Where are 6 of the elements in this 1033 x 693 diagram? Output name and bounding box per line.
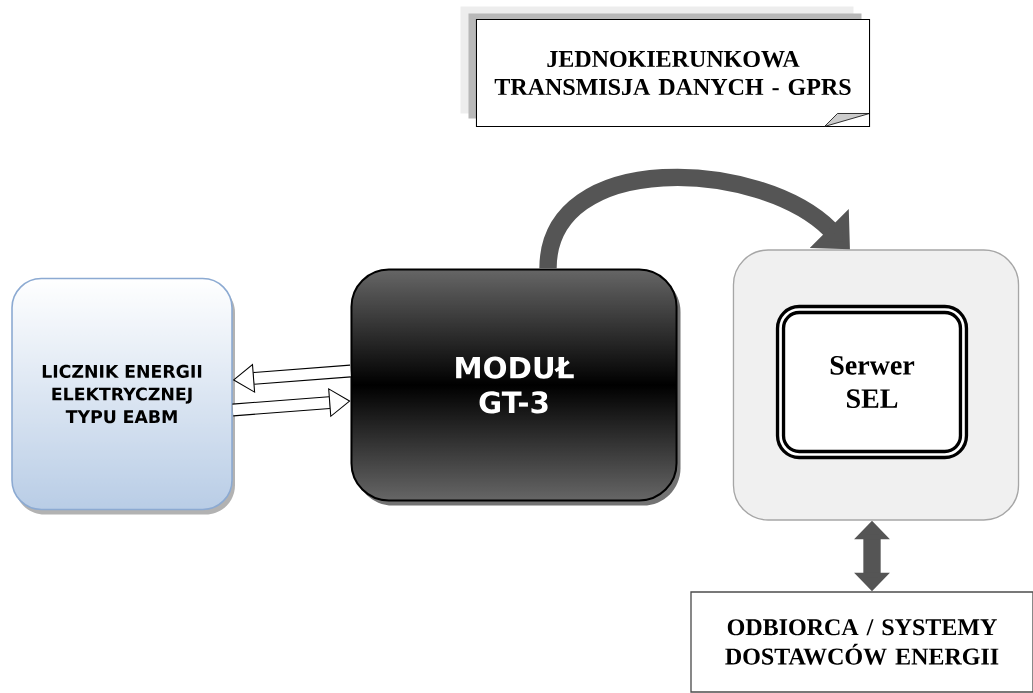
server-box: Serwer SEL: [775, 304, 969, 460]
module-box: MODUŁ GT-3: [350, 268, 681, 506]
receiver-box: ODBIORCA / SYSTEMY DOSTAWCÓW ENERGII: [690, 591, 1033, 693]
arrow: [539, 169, 850, 270]
callout-note: JEDNOKIERUNKOWA TRANSMISJA DANYCH - GPRS: [460, 6, 871, 127]
meter-box: LICZNIK ENERGII ELEKTRYCZNEJ TYPU EABM: [11, 277, 235, 515]
